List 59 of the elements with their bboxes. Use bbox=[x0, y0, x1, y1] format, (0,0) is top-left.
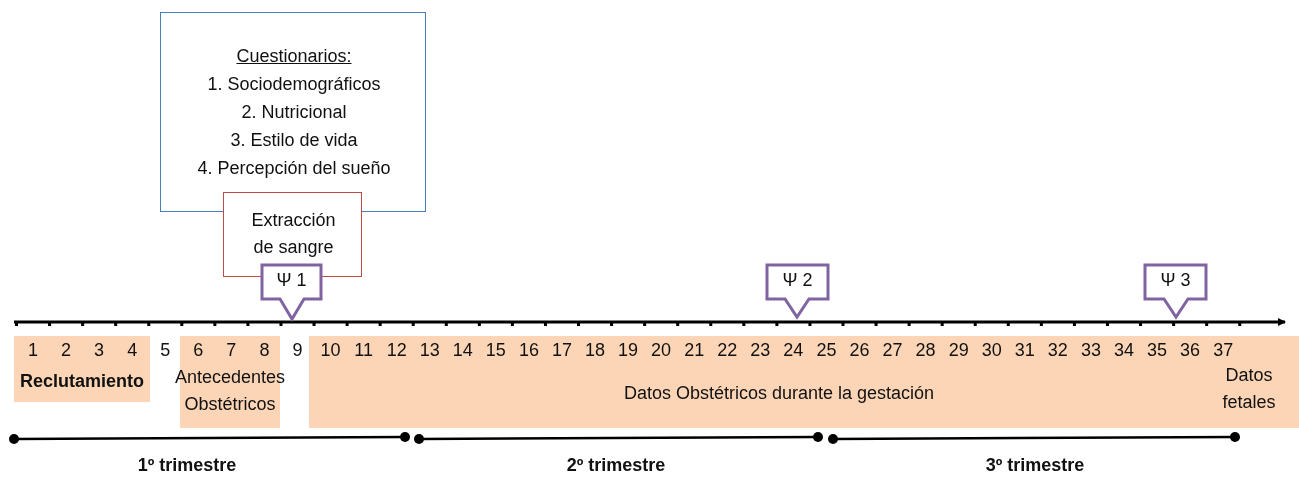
list-item: 3. Estilo de vida bbox=[229, 129, 359, 152]
week-number: 4 bbox=[126, 339, 139, 362]
week-number: 17 bbox=[550, 339, 573, 362]
week-number: 36 bbox=[1179, 339, 1202, 362]
week-number: 25 bbox=[815, 339, 838, 362]
week-number: 1 bbox=[27, 339, 39, 362]
week-number: 32 bbox=[1046, 339, 1069, 362]
week-number: 12 bbox=[385, 339, 408, 362]
callout-marker bbox=[260, 263, 323, 323]
questionnaire-box bbox=[160, 12, 426, 212]
week-number: 31 bbox=[1013, 339, 1036, 362]
week-number: 21 bbox=[683, 339, 706, 362]
week-number: 18 bbox=[584, 339, 607, 362]
week-number: 9 bbox=[291, 339, 304, 362]
week-number: 2 bbox=[60, 339, 73, 362]
week-number: 7 bbox=[225, 339, 238, 362]
label-text: Antecedentes Obstétricos bbox=[173, 366, 287, 416]
week-number: 8 bbox=[258, 339, 271, 362]
week-number: 27 bbox=[881, 339, 904, 362]
callout-marker bbox=[1143, 263, 1208, 321]
week-number: 29 bbox=[947, 339, 970, 362]
week-number: 34 bbox=[1112, 339, 1135, 362]
week-number: 15 bbox=[484, 339, 507, 362]
label-text: Extracción de sangre bbox=[250, 209, 337, 259]
list-item: 1. Sociodemográficos bbox=[206, 73, 382, 96]
label-text: Datos fetales bbox=[1221, 364, 1277, 414]
week-number: 30 bbox=[980, 339, 1003, 362]
trimester-label: 3º trimestre bbox=[984, 454, 1086, 477]
heading: Cuestionarios: bbox=[235, 45, 353, 68]
week-number: 3 bbox=[93, 339, 106, 362]
week-number: 24 bbox=[782, 339, 805, 362]
week-number: 6 bbox=[192, 339, 205, 362]
week-number: 19 bbox=[617, 339, 640, 362]
week-number: 13 bbox=[418, 339, 441, 362]
week-number: 5 bbox=[159, 339, 172, 362]
period-band bbox=[14, 336, 150, 402]
callout-label: Ψ 2 bbox=[781, 269, 814, 292]
week-number: 22 bbox=[716, 339, 739, 362]
list-item: 4. Percepción del sueño bbox=[196, 157, 392, 180]
label-text: Datos Obstétricos durante la gestación bbox=[622, 382, 936, 405]
week-number: 14 bbox=[451, 339, 474, 362]
trimester-label: 1º trimestre bbox=[136, 454, 238, 477]
trimester-label: 2º trimestre bbox=[565, 454, 667, 477]
week-number: 10 bbox=[319, 339, 342, 362]
week-number: 33 bbox=[1079, 339, 1102, 362]
period-band bbox=[309, 336, 1299, 428]
week-number: 26 bbox=[848, 339, 871, 362]
week-number: 35 bbox=[1146, 339, 1169, 362]
week-number: 16 bbox=[517, 339, 540, 362]
week-number: 11 bbox=[353, 339, 374, 362]
week-number: 37 bbox=[1212, 339, 1235, 362]
label-text: Reclutamiento bbox=[19, 370, 145, 393]
week-number: 28 bbox=[914, 339, 937, 362]
callout-label: Ψ 1 bbox=[275, 269, 308, 292]
week-number: 20 bbox=[650, 339, 673, 362]
callout-marker bbox=[765, 263, 830, 321]
list-item: 2. Nutricional bbox=[240, 101, 348, 124]
week-number: 23 bbox=[749, 339, 772, 362]
callout-label: Ψ 3 bbox=[1159, 269, 1192, 292]
